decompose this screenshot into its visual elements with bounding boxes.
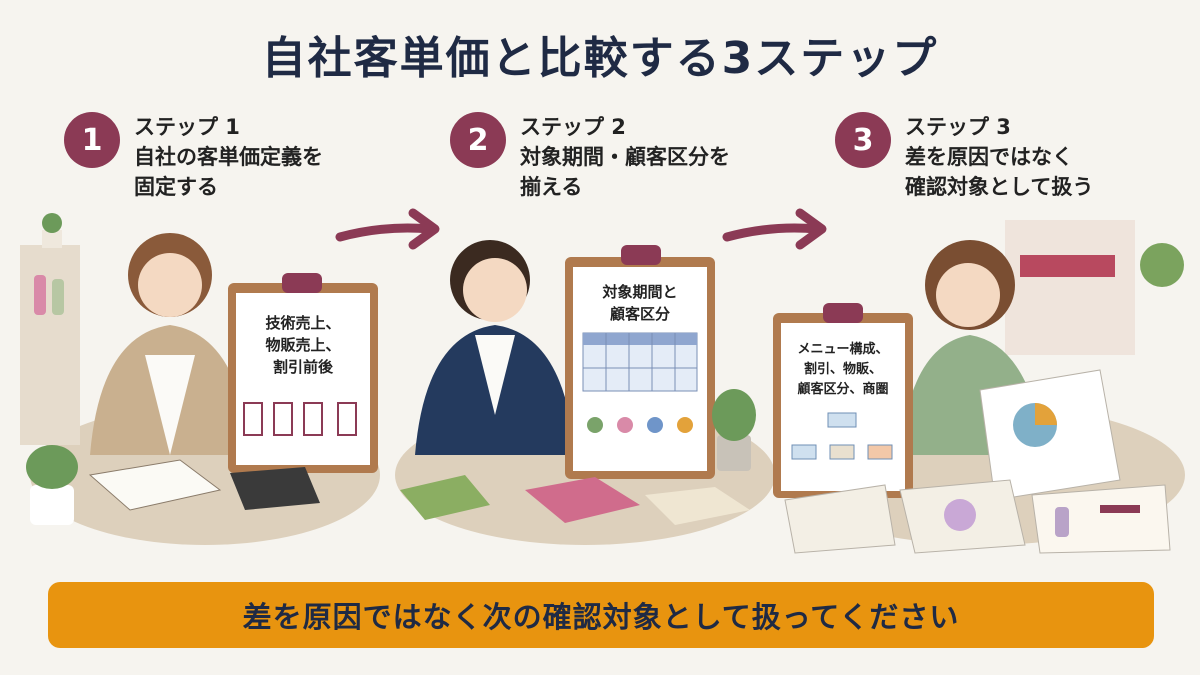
board-1-line-1: 技術売上、 [265, 314, 340, 332]
step-2-line-1: ステップ 2 [520, 115, 626, 139]
clipboard-board: 技術売上、 物販売上、 割引前後 [228, 273, 378, 473]
step-1-line-1: ステップ 1 [134, 115, 240, 139]
step-1-header: 1 ステップ 1 自社の客単価定義を 固定する [64, 112, 323, 202]
step-1-line-2: 自社の客単価定義を [134, 145, 323, 169]
plant-icon [712, 389, 756, 471]
calendar-grid [582, 332, 698, 392]
arrow-right-icon [722, 208, 827, 250]
shelf [20, 245, 80, 445]
step-2-line-2: 対象期間・顧客区分を [520, 145, 730, 169]
step-3-number-badge: 3 [835, 112, 891, 168]
step-1-illustration: 技術売上、 物販売上、 割引前後 [20, 213, 380, 545]
plant-icon [42, 213, 62, 248]
step-2-text: ステップ 2 対象期間・顧客区分を 揃える [520, 112, 730, 202]
board-1-line-3: 割引前後 [273, 358, 334, 376]
person-3 [900, 240, 1045, 455]
board-3-line-1: メニュー構成、 [797, 341, 888, 357]
org-chart-icon [791, 412, 893, 460]
step-3-text: ステップ 3 差を原因ではなく 確認対象として扱う [905, 112, 1093, 202]
step-1-number-badge: 1 [64, 112, 120, 168]
board-2-line-1: 対象期間と [601, 283, 677, 301]
pie-chart-report [979, 369, 1121, 501]
formula-boxes [243, 402, 357, 436]
arrow-right-icon [335, 208, 440, 250]
page-title: 自社客単価と比較する3ステップ [261, 33, 939, 84]
board-1-line-2: 物販売上、 [265, 336, 340, 354]
step-3-line-1: ステップ 3 [905, 115, 1011, 139]
notebook [88, 459, 222, 511]
calculator-icon [230, 467, 320, 510]
step-2-header: 2 ステップ 2 対象期間・顧客区分を 揃える [450, 112, 730, 202]
summary-banner: 差を原因ではなく次の確認対象として扱ってください [48, 582, 1154, 648]
board-2-line-2: 顧客区分 [610, 305, 670, 323]
person-2 [415, 240, 575, 455]
step-3-line-3: 確認対象として扱う [905, 175, 1094, 199]
step-2-number-badge: 2 [450, 112, 506, 168]
clipboard-board: 対象期間と 顧客区分 [565, 245, 715, 479]
step-3-illustration: メニュー構成、 割引、物販、 顧客区分、商圏 [773, 220, 1185, 554]
map-icon [784, 479, 1026, 554]
board-3-line-2: 割引、物販、 [804, 361, 882, 377]
step-3-line-2: 差を原因ではなく [905, 145, 1073, 169]
storefront [1005, 220, 1184, 355]
product-sheet [1031, 484, 1171, 554]
step-3-header: 3 ステップ 3 差を原因ではなく 確認対象として扱う [835, 112, 1093, 202]
plant-icon [26, 445, 78, 525]
step-2-line-3: 揃える [520, 175, 583, 199]
customer-segment-icons [587, 417, 693, 433]
board-3-line-3: 顧客区分、商圏 [797, 381, 888, 397]
step-1-line-3: 固定する [134, 175, 218, 199]
person-1 [90, 233, 250, 455]
clipboard-board: メニュー構成、 割引、物販、 顧客区分、商圏 [773, 303, 913, 498]
step-2-illustration: 対象期間と 顧客区分 [395, 240, 775, 545]
step-1-text: ステップ 1 自社の客単価定義を 固定する [134, 112, 323, 202]
books [400, 475, 750, 525]
